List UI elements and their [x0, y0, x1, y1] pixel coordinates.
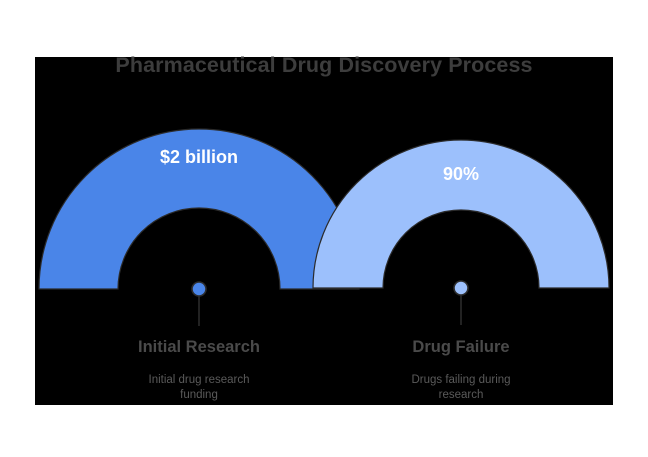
node-title-initial-research: Initial Research [138, 338, 260, 356]
arc-segment-drug-failure[interactable] [312, 139, 610, 289]
node-description-line1-drug-failure: Drugs failing during [411, 374, 510, 386]
node-description-line2-drug-failure: research [439, 389, 484, 401]
center-dot-initial-research[interactable] [191, 281, 207, 297]
node-title-drug-failure: Drug Failure [412, 338, 509, 356]
arc-value-label-initial-research: $2 billion [160, 147, 238, 167]
chart-node-initial-research[interactable]: $2 billion Initial Research Initial drug… [38, 128, 360, 401]
page-title: Pharmaceutical Drug Discovery Process [115, 53, 533, 77]
node-description-line1-initial-research: Initial drug research [149, 374, 250, 386]
center-dot-drug-failure[interactable] [453, 280, 469, 296]
node-description-line2-initial-research: funding [180, 389, 218, 401]
chart-node-drug-failure[interactable]: 90% Drug Failure Drugs failing during re… [312, 139, 610, 401]
arc-value-label-drug-failure: 90% [443, 164, 479, 184]
